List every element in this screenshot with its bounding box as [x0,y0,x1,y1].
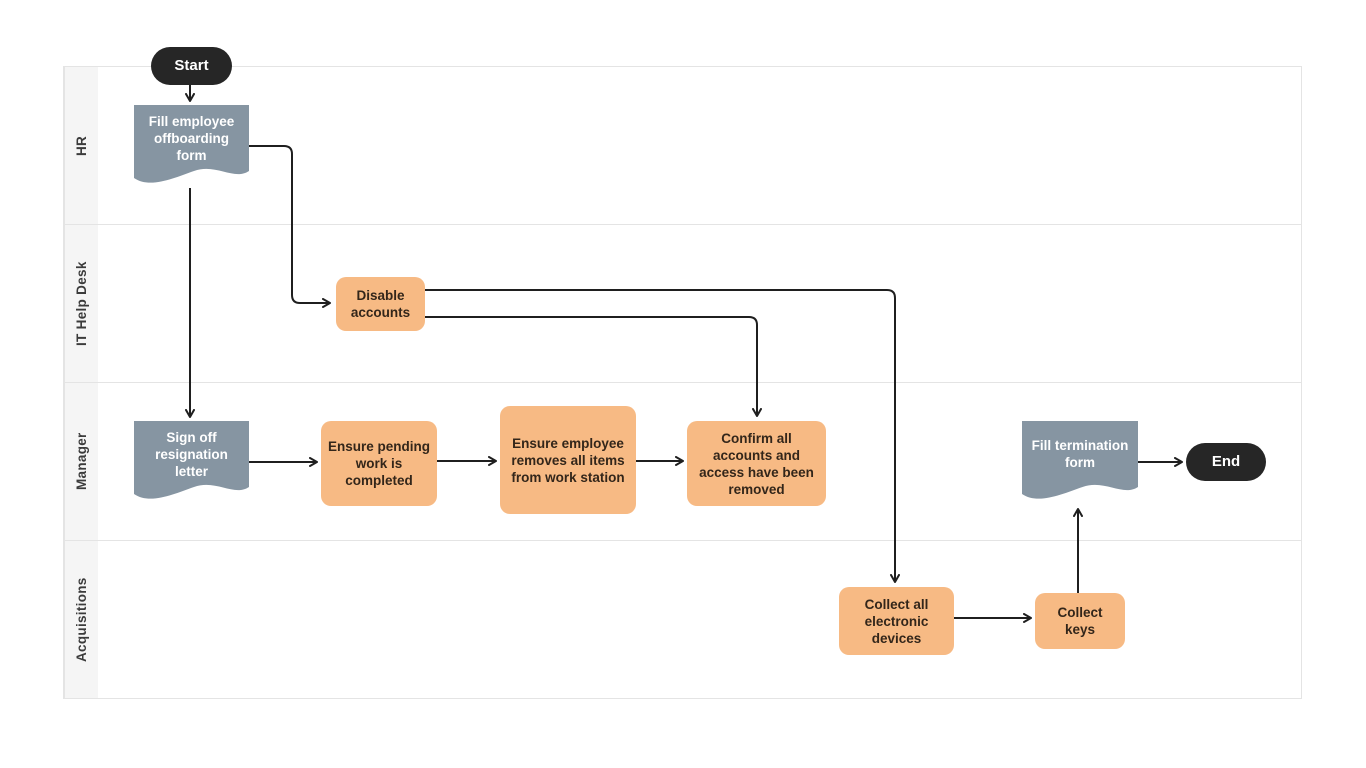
node-ensure-pending-label: Ensure pending work is completed [327,439,430,488]
document-shape-icon [1022,421,1138,499]
lane-label-manager: Manager [64,383,98,540]
node-disable-accounts[interactable]: Disable accounts [336,277,425,331]
node-collect-keys[interactable]: Collect keys [1035,593,1125,649]
node-collect-keys-label: Collect keys [1057,605,1103,637]
lane-body-hr [98,67,1301,224]
node-collect-devices-label: Collect all electronic devices [864,596,929,646]
node-ensure-employee-label: Ensure employee removes all items from w… [511,435,625,485]
lane-label-hr: HR [64,67,98,224]
lane-label-it-help-desk: IT Help Desk [64,225,98,382]
node-end[interactable]: End [1186,443,1266,481]
lane-it-help-desk: IT Help Desk [64,225,1301,383]
lane-label-acquisitions: Acquisitions [64,541,98,698]
node-collect-devices[interactable]: Collect all electronic devices [839,587,954,655]
node-sign-off-label: Sign off resignation letter [155,429,228,479]
node-end-label: End [1211,452,1241,470]
node-start-label: Start [174,56,209,74]
document-shape-icon [134,105,249,183]
node-confirm-accounts[interactable]: Confirm all accounts and access have bee… [687,421,826,506]
lane-body-it-help-desk [98,225,1301,382]
node-ensure-pending[interactable]: Ensure pending work is completed [321,421,437,506]
node-confirm-accounts-label: Confirm all accounts and access have bee… [699,430,814,497]
node-disable-accounts-label: Disable accounts [350,288,411,320]
node-fill-termination-label: Fill termination form [1031,438,1129,470]
node-start[interactable]: Start [151,47,232,85]
node-ensure-employee[interactable]: Ensure employee removes all items from w… [500,406,636,514]
node-fill-termination[interactable]: Fill termination form [1022,421,1138,503]
node-sign-off[interactable]: Sign off resignation letter [134,421,249,503]
document-shape-icon [134,421,249,499]
lane-hr: HR [64,67,1301,225]
node-fill-offboarding[interactable]: Fill employee offboarding form [134,105,249,187]
node-fill-offboarding-label: Fill employee offboarding form [148,113,235,163]
